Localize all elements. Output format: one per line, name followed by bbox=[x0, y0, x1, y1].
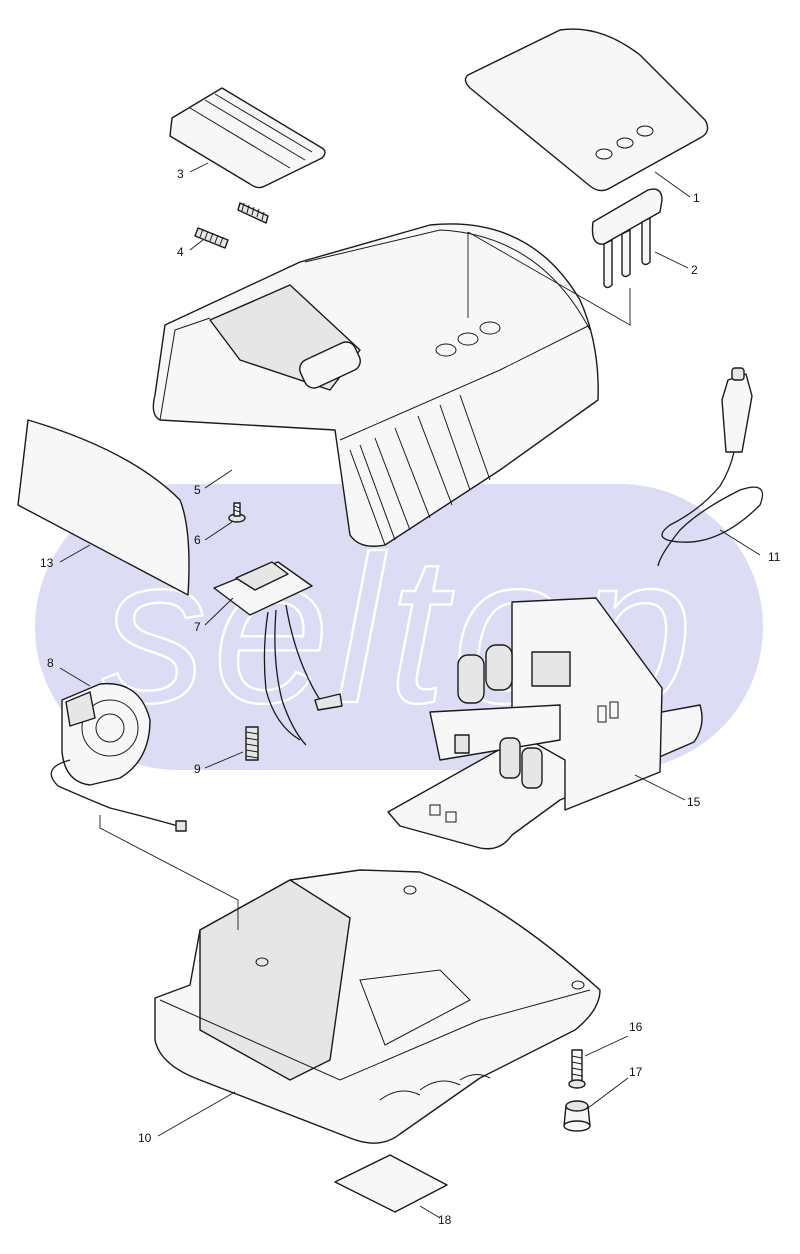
callout-10: 10 bbox=[138, 1131, 152, 1145]
callout-11: 11 bbox=[768, 550, 781, 564]
part-cooling-fan bbox=[50, 682, 187, 832]
callout-7: 7 bbox=[194, 620, 201, 634]
callout-13: 13 bbox=[40, 556, 54, 570]
part-power-cord bbox=[657, 367, 764, 567]
callout-17: 17 bbox=[629, 1065, 643, 1079]
callout-6: 6 bbox=[194, 533, 201, 547]
part-rubber-foot bbox=[563, 1100, 591, 1132]
part-screw-lower bbox=[568, 1049, 586, 1089]
part-circuit-board bbox=[387, 597, 703, 850]
part-side-label bbox=[17, 419, 190, 596]
callout-2: 2 bbox=[691, 263, 698, 277]
callout-16: 16 bbox=[629, 1020, 643, 1034]
part-slide-cover bbox=[169, 87, 326, 189]
part-bottom-pad bbox=[334, 1154, 448, 1213]
callout-8: 8 bbox=[47, 656, 54, 670]
part-spring bbox=[245, 726, 259, 761]
part-led-light-guide bbox=[591, 188, 663, 289]
callout-9: 9 bbox=[194, 762, 201, 776]
callout-labels: 1 2 3 4 5 6 7 8 9 10 11 13 15 16 17 18 bbox=[40, 167, 781, 1227]
callout-18: 18 bbox=[438, 1213, 452, 1227]
callout-1: 1 bbox=[693, 191, 700, 205]
part-upper-housing bbox=[152, 223, 599, 547]
callout-15: 15 bbox=[687, 795, 701, 809]
part-screw-upper bbox=[228, 502, 246, 523]
callout-5: 5 bbox=[194, 483, 201, 497]
part-terminal-block bbox=[213, 561, 343, 746]
part-lower-housing bbox=[154, 869, 601, 1144]
part-label-plate bbox=[464, 28, 709, 192]
part-compression-springs bbox=[194, 202, 269, 249]
callout-4: 4 bbox=[177, 245, 184, 259]
leader-lines bbox=[59, 162, 761, 1219]
callout-3: 3 bbox=[177, 167, 184, 181]
